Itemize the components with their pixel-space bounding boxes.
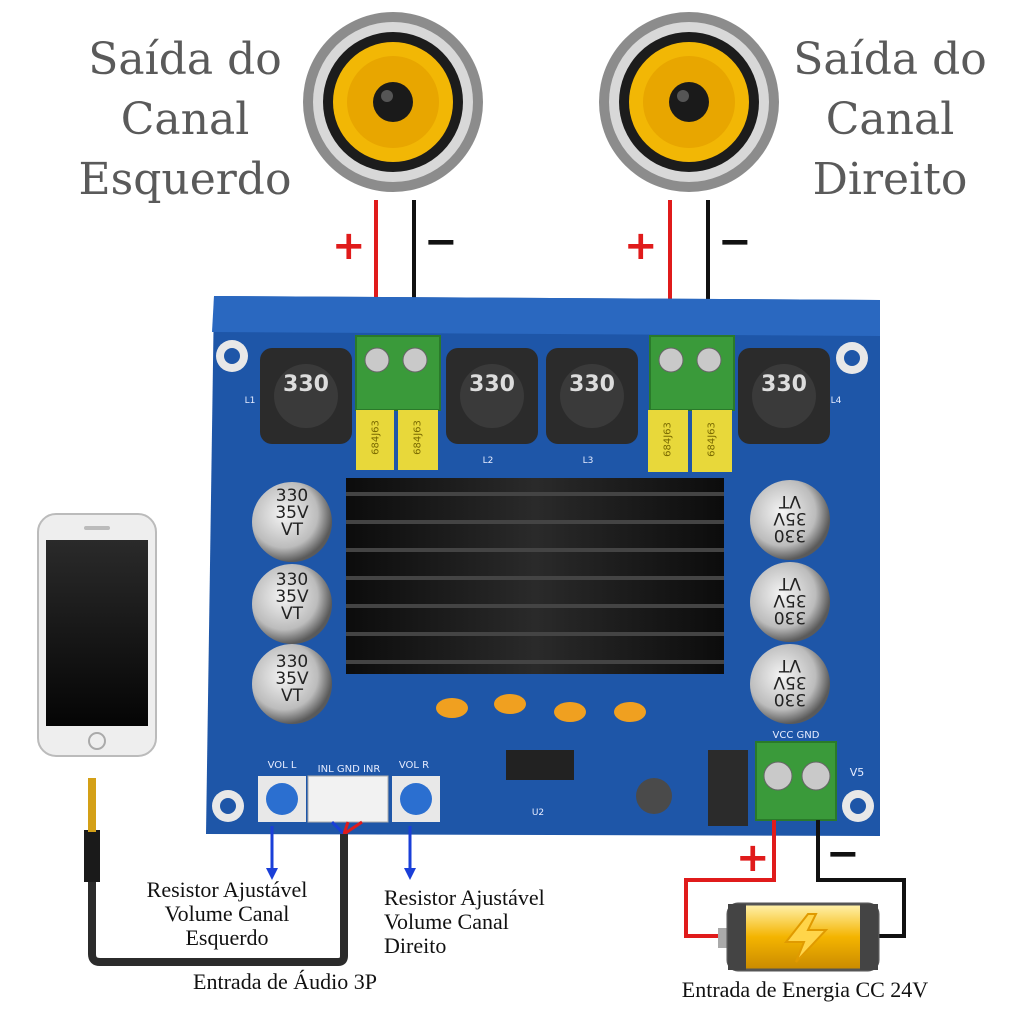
- pcb-label-v5: V5: [849, 766, 865, 779]
- left-pot-caption-line1: Resistor Ajustável: [146, 877, 308, 902]
- capacitor-marking: 330 35V VT: [766, 573, 814, 627]
- capacitors-left: [252, 482, 332, 724]
- amplifier-board: [206, 296, 880, 836]
- film-cap-marking: 684J63: [412, 420, 424, 455]
- film-cap-marking: 684J63: [370, 420, 382, 455]
- inductor-marking: 330: [569, 372, 615, 397]
- power-minus-sign: −: [826, 831, 860, 877]
- left-pot-caption-line3: Esquerdo: [185, 925, 269, 950]
- pcb-label-l4: L4: [830, 396, 842, 406]
- capacitor-marking: 330 35V VT: [268, 654, 316, 705]
- cap-value: 330: [773, 689, 807, 709]
- right-speaker-label: Saída do Canal Direito: [770, 30, 1010, 210]
- power-wires: [684, 820, 906, 938]
- cap-voltage: 35V: [275, 587, 309, 607]
- left-speaker-label: Saída do Canal Esquerdo: [60, 30, 310, 210]
- power-plus-sign: +: [736, 835, 770, 881]
- cap-series: VT: [779, 573, 802, 593]
- pcb-label-u2: U2: [531, 808, 545, 818]
- right-pot-caption: Resistor Ajustável Volume Canal Direito: [384, 886, 614, 958]
- left-pot-caption: Resistor Ajustável Volume Canal Esquerdo: [112, 878, 342, 950]
- right-speaker-label-line3: Direito: [812, 154, 968, 205]
- cap-series: VT: [779, 655, 802, 675]
- inductor-l3: [546, 348, 638, 444]
- cap-voltage: 35V: [773, 672, 807, 692]
- left-plus-sign: +: [332, 223, 366, 269]
- cap-voltage: 35V: [275, 669, 309, 689]
- left-speaker-label-line1: Saída do: [88, 34, 282, 85]
- pcb-label-l3: L3: [582, 456, 594, 466]
- inductor-marking: 330: [283, 372, 329, 397]
- pcb-label-vcc: VCC GND: [772, 730, 820, 741]
- left-speaker-icon: [303, 12, 483, 192]
- inductor-l2: [446, 348, 538, 444]
- film-cap-marking: 684J63: [706, 422, 718, 457]
- cap-voltage: 35V: [275, 503, 309, 523]
- capacitor-marking: 330 35V VT: [766, 655, 814, 709]
- right-pot-caption-line3: Direito: [384, 933, 447, 958]
- right-speaker-terminal: [649, 335, 735, 411]
- right-plus-sign: +: [624, 223, 658, 269]
- pot-arrows: [266, 826, 416, 880]
- audio-cable: [84, 778, 363, 966]
- left-minus-sign: −: [424, 219, 458, 265]
- right-speaker-label-line2: Canal: [825, 94, 955, 145]
- heatsink: [346, 478, 724, 674]
- pcb-label-input: INL GND INR: [317, 764, 381, 775]
- capacitors-right: [750, 480, 830, 724]
- cap-voltage: 35V: [773, 508, 807, 528]
- cap-value: 330: [275, 652, 309, 672]
- left-speaker-terminal: [355, 335, 441, 411]
- right-minus-sign: −: [718, 219, 752, 265]
- left-volume-pot: [258, 776, 306, 822]
- cap-series: VT: [779, 491, 802, 511]
- inductor-marking: 330: [469, 372, 515, 397]
- cap-value: 330: [773, 525, 807, 545]
- capacitor-marking: 330 35V VT: [268, 572, 316, 623]
- right-speaker-icon: [599, 12, 779, 192]
- cap-series: VT: [280, 686, 303, 706]
- right-pot-caption-line2: Volume Canal: [384, 909, 509, 934]
- battery-icon: [718, 902, 880, 972]
- right-pot-caption-line1: Resistor Ajustável: [384, 885, 545, 910]
- capacitor-marking: 330 35V VT: [268, 488, 316, 539]
- inductor-marking: 330: [761, 372, 807, 397]
- smartphone-icon: [37, 513, 157, 757]
- capacitor-marking: 330 35V VT: [766, 491, 814, 545]
- pcb-label-vol-r: VOL R: [398, 760, 430, 771]
- cap-series: VT: [280, 520, 303, 540]
- power-terminal: [755, 741, 837, 821]
- audio-input-connector: [307, 775, 389, 823]
- cap-series: VT: [280, 604, 303, 624]
- audio-input-caption: Entrada de Áudio 3P: [193, 969, 377, 994]
- inductor-l4: [738, 348, 830, 444]
- pcb-label-vol-l: VOL L: [267, 760, 297, 771]
- cap-value: 330: [275, 486, 309, 506]
- left-speaker-label-line2: Canal: [120, 94, 250, 145]
- film-cap-marking: 684J63: [662, 422, 674, 457]
- inductor-l1: [260, 348, 352, 444]
- cap-voltage: 35V: [773, 590, 807, 610]
- left-pot-caption-line2: Volume Canal: [164, 901, 290, 926]
- pcb-label-l1: L1: [244, 396, 256, 406]
- cap-value: 330: [275, 570, 309, 590]
- pcb-label-l2: L2: [482, 456, 494, 466]
- right-speaker-label-line1: Saída do: [793, 34, 987, 85]
- left-speaker-label-line3: Esquerdo: [78, 154, 292, 205]
- right-volume-pot: [392, 776, 440, 822]
- power-input-caption: Entrada de Energia CC 24V: [681, 977, 929, 1002]
- cap-value: 330: [773, 607, 807, 627]
